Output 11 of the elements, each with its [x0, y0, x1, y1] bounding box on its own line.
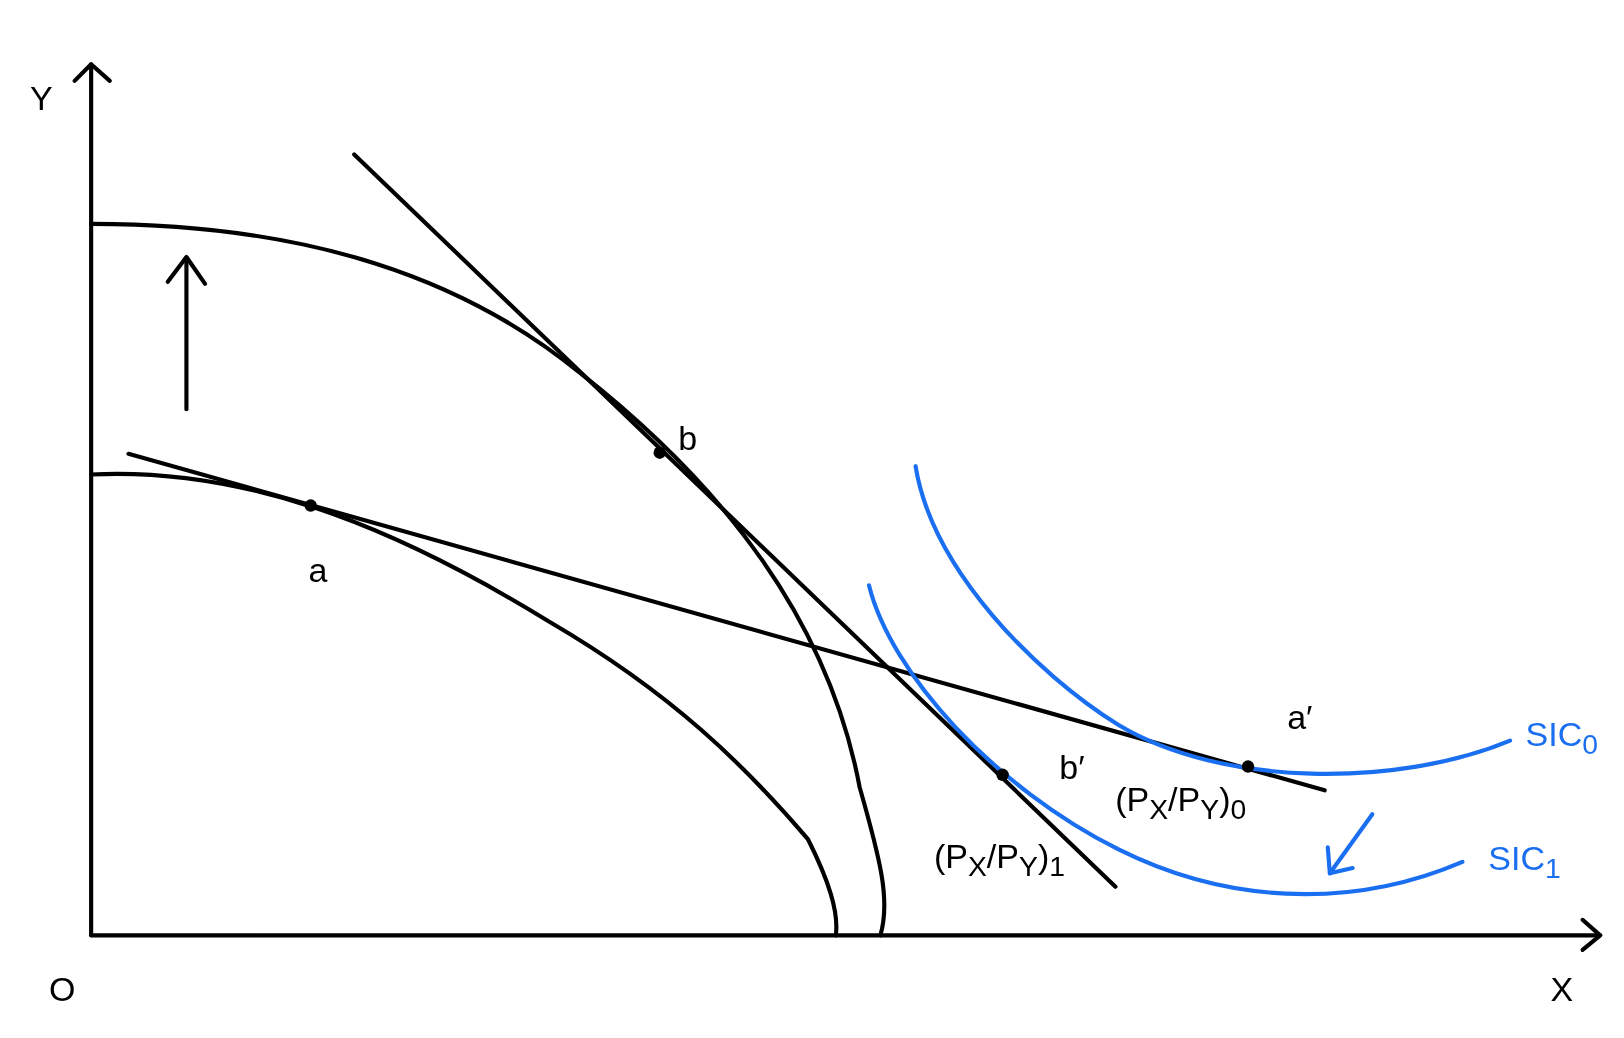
price-ratio-label: (P$_{X}$/P$_{Y}$)$_{0}$ [1115, 782, 1247, 824]
point-label: b′ [1059, 749, 1085, 784]
point-label: a′ [1287, 699, 1313, 734]
curve-label: SIC$_{0}$ [1525, 717, 1599, 759]
axis-label: X [1550, 972, 1574, 1007]
point-label: a [308, 552, 328, 587]
price-ratio-label: (P$_{X}$/P$_{Y}$)$_{1}$ [933, 839, 1065, 881]
origin-label: O [48, 972, 76, 1007]
point-label: b [678, 421, 698, 456]
axis-label: Y [30, 81, 53, 116]
curve-label: SIC$_{1}$ [1488, 841, 1561, 883]
